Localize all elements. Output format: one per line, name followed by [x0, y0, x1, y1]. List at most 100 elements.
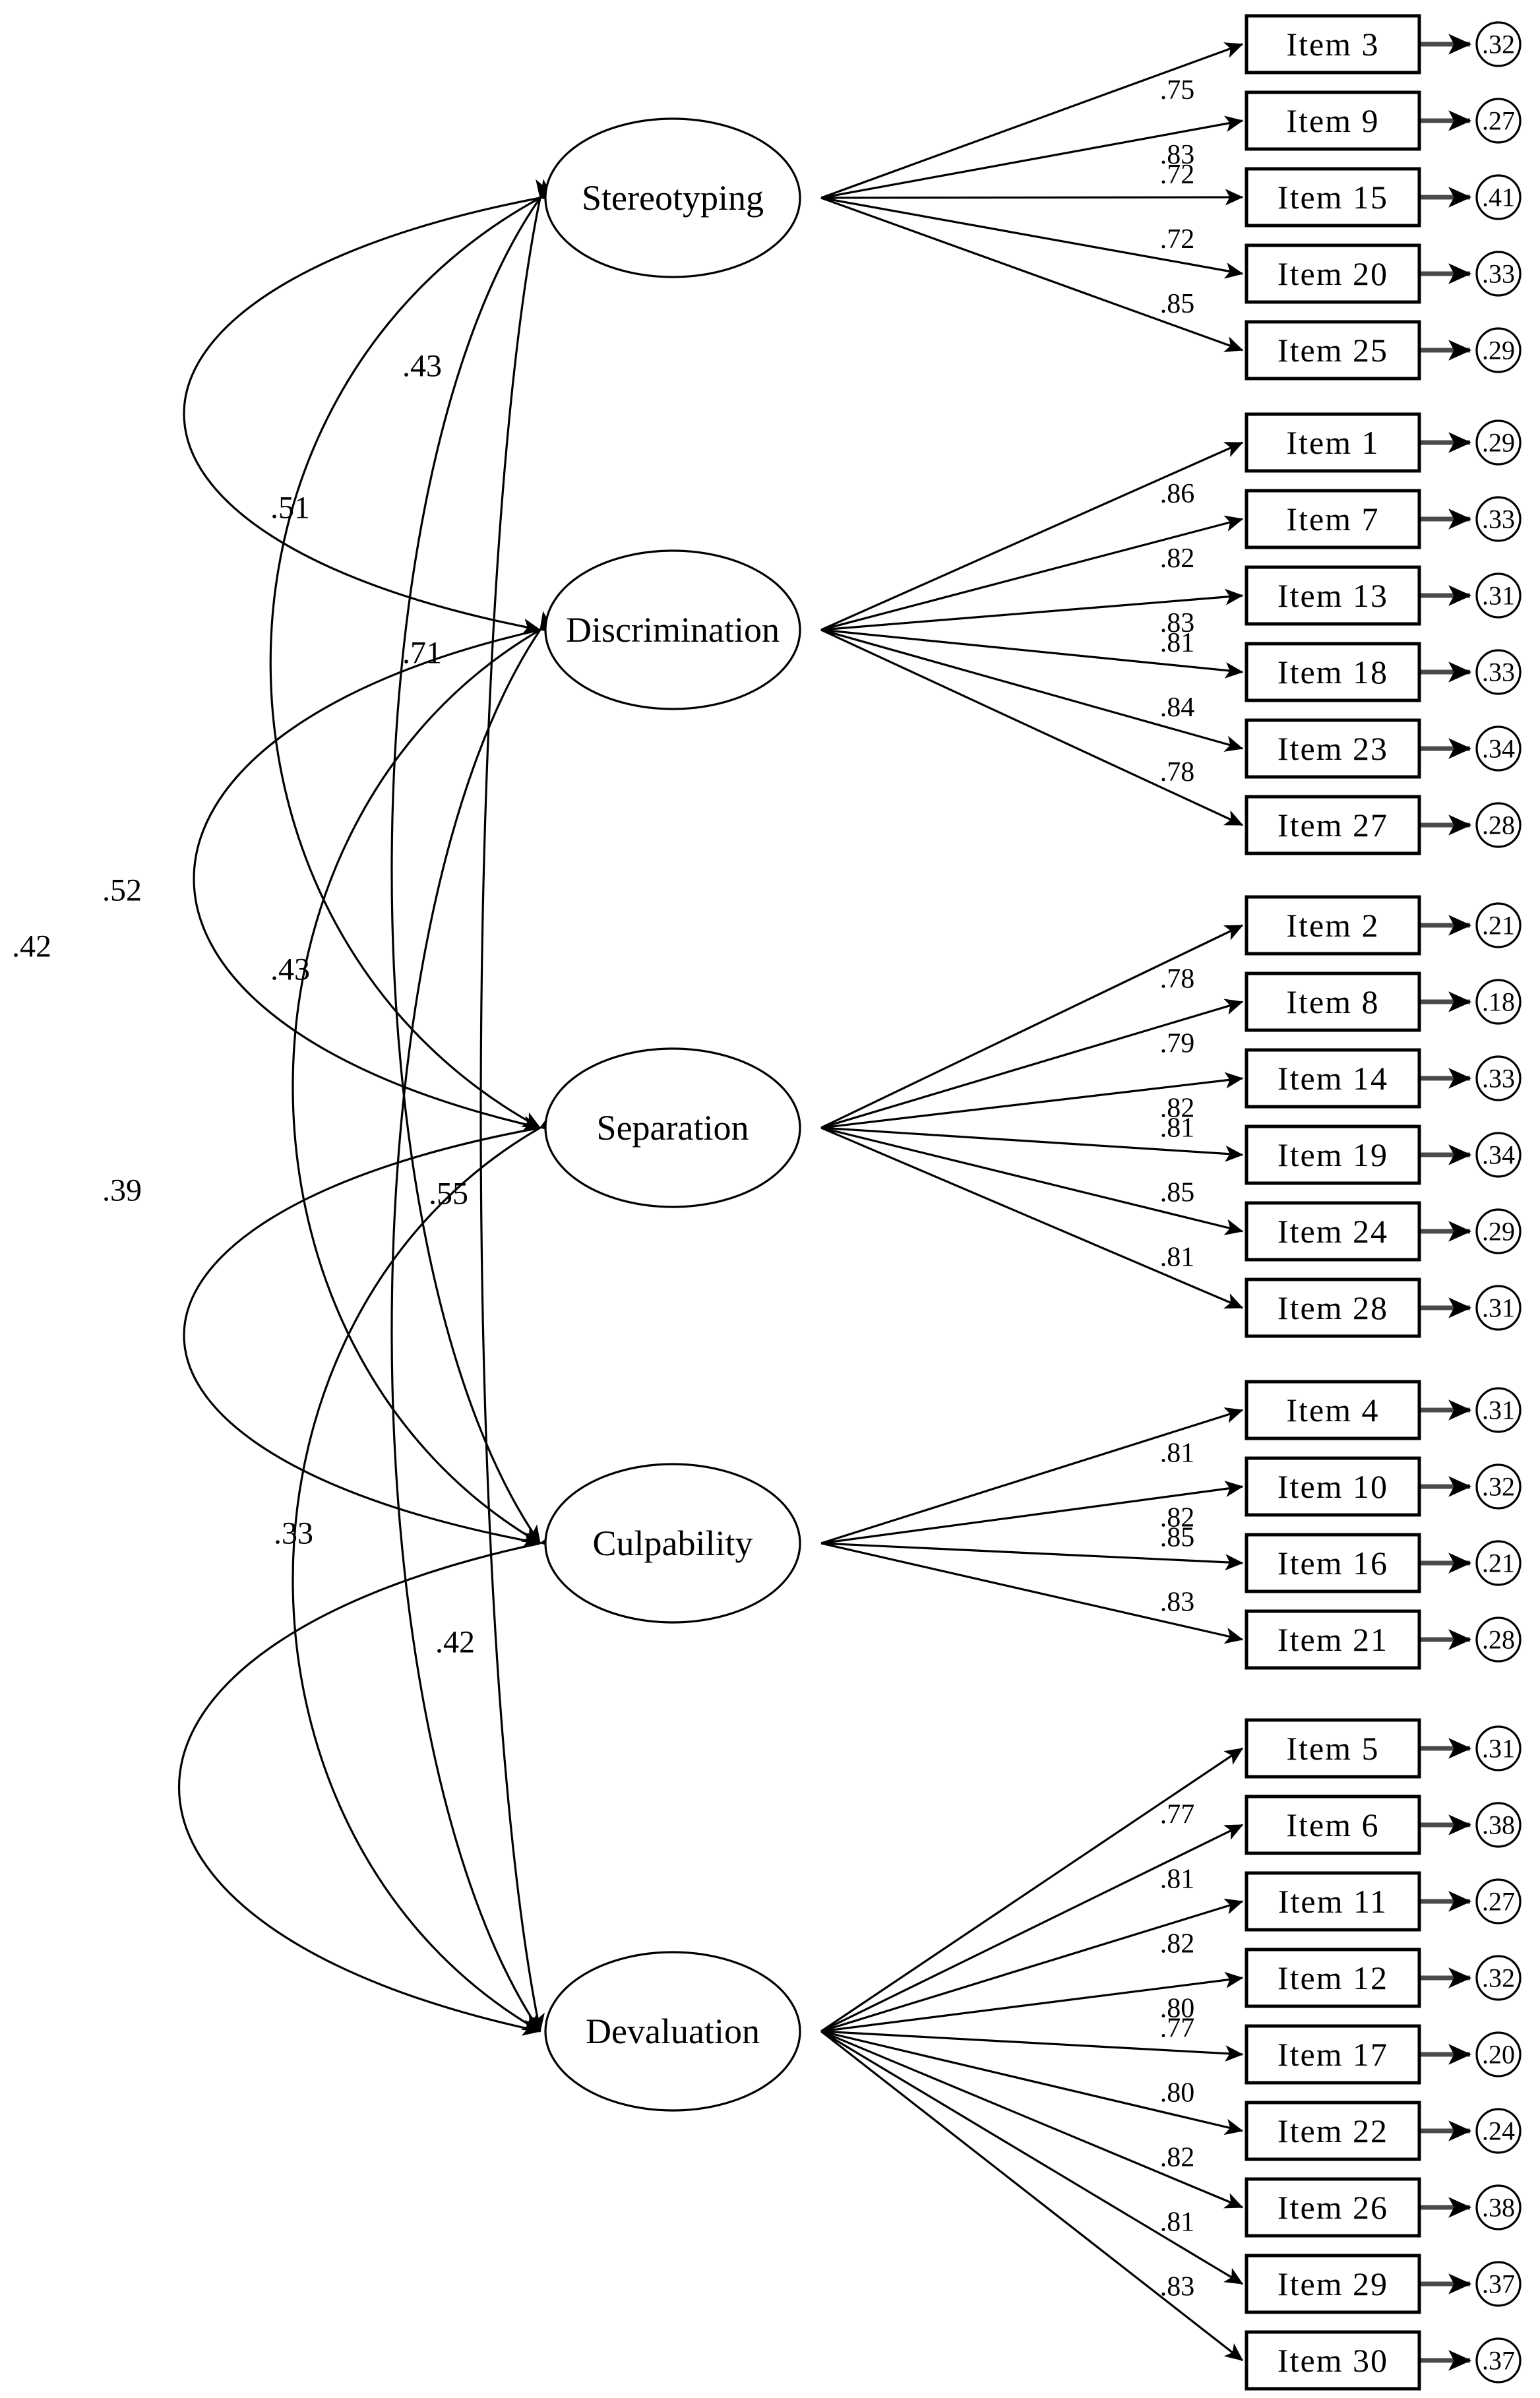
residual-term[interactable] — [1475, 1055, 1522, 1101]
latent-factor-devaluation[interactable] — [544, 1951, 801, 2112]
observed-indicator[interactable] — [1245, 895, 1421, 956]
latent-factor-culpability[interactable] — [544, 1463, 801, 1624]
observed-indicator[interactable] — [1245, 14, 1421, 75]
residual-term[interactable] — [1475, 2184, 1522, 2230]
residual-term[interactable] — [1475, 2031, 1522, 2077]
observed-indicator[interactable] — [1245, 1948, 1421, 2008]
observed-indicator[interactable] — [1245, 2254, 1421, 2314]
residual-term[interactable] — [1475, 21, 1522, 67]
observed-indicator[interactable] — [1245, 320, 1421, 381]
observed-indicator[interactable] — [1245, 642, 1421, 702]
observed-indicator[interactable] — [1245, 2177, 1421, 2238]
residual-value: .27 — [1482, 106, 1515, 136]
residual-term[interactable] — [1475, 2261, 1522, 2307]
loading-value: .85 — [1160, 1522, 1195, 1553]
correlation-value: .52 — [102, 873, 142, 908]
observed-indicator[interactable] — [1245, 489, 1421, 549]
residual-term[interactable] — [1475, 419, 1522, 466]
observed-indicator[interactable] — [1245, 1718, 1421, 1779]
residual-term[interactable] — [1475, 174, 1522, 220]
observed-indicator[interactable] — [1245, 1124, 1421, 1185]
observed-indicator[interactable] — [1245, 1048, 1421, 1109]
observed-indicator[interactable] — [1245, 718, 1421, 779]
loading-value: .81 — [1160, 1438, 1195, 1468]
residual-value: .33 — [1482, 259, 1515, 289]
residual-value: .29 — [1482, 1217, 1515, 1246]
loading-value: .83 — [1160, 2272, 1195, 2302]
observed-indicator[interactable] — [1245, 2330, 1421, 2391]
loading-arrow — [820, 1126, 1244, 1309]
observed-indicator[interactable] — [1245, 2024, 1421, 2085]
residual-term[interactable] — [1475, 802, 1522, 848]
residual-circle — [1475, 327, 1522, 373]
indicator-label: Item 14 — [1278, 1060, 1388, 1097]
residual-term[interactable] — [1475, 1955, 1522, 2001]
residual-term[interactable] — [1475, 1387, 1522, 1433]
residual-term[interactable] — [1475, 1285, 1522, 1331]
residual-term[interactable] — [1475, 2108, 1522, 2154]
latent-factor-separation[interactable] — [544, 1047, 801, 1208]
observed-indicator[interactable] — [1245, 2101, 1421, 2161]
residual-term[interactable] — [1475, 98, 1522, 144]
factor-label: Separation — [597, 1108, 749, 1148]
observed-indicator[interactable] — [1245, 1201, 1421, 1262]
observed-indicator[interactable] — [1245, 1277, 1421, 1338]
residual-term[interactable] — [1475, 902, 1522, 948]
loading-value: .83 — [1160, 1587, 1195, 1617]
residual-term[interactable] — [1475, 1540, 1522, 1586]
residual-value: .34 — [1482, 734, 1515, 764]
observed-indicator[interactable] — [1245, 971, 1421, 1032]
observed-indicator[interactable] — [1245, 565, 1421, 626]
loading-arrow — [820, 629, 1244, 826]
observed-indicator[interactable] — [1245, 1609, 1421, 1670]
residual-term[interactable] — [1475, 1802, 1522, 1848]
loading-arrow — [820, 2030, 1244, 2362]
latent-factor-discrimination[interactable] — [544, 549, 801, 710]
loading-value: .81 — [1160, 628, 1195, 658]
residual-value: .18 — [1482, 987, 1515, 1017]
observed-indicator[interactable] — [1245, 167, 1421, 228]
residual-value: .32 — [1482, 30, 1515, 59]
loading-arrow — [820, 441, 1244, 631]
residual-value: .24 — [1482, 2116, 1515, 2146]
residual-term[interactable] — [1475, 251, 1522, 297]
residual-term[interactable] — [1475, 1725, 1522, 1771]
residual-term[interactable] — [1475, 327, 1522, 373]
observed-indicator[interactable] — [1245, 1795, 1421, 1855]
residual-circle — [1475, 174, 1522, 220]
residual-circle — [1475, 1725, 1522, 1771]
residual-term[interactable] — [1475, 725, 1522, 772]
residual-term[interactable] — [1475, 496, 1522, 542]
observed-indicator[interactable] — [1245, 1456, 1421, 1517]
residual-term[interactable] — [1475, 1878, 1522, 1924]
residual-term[interactable] — [1475, 572, 1522, 619]
residual-term[interactable] — [1475, 1208, 1522, 1254]
residual-value: .27 — [1482, 1887, 1515, 1917]
indicator-box — [1245, 1124, 1421, 1185]
observed-indicator[interactable] — [1245, 243, 1421, 304]
loading-value: .86 — [1160, 479, 1195, 509]
residual-term[interactable] — [1475, 2337, 1522, 2383]
residual-term[interactable] — [1475, 1132, 1522, 1178]
factor-ellipse — [544, 1047, 801, 1208]
loading-value: .85 — [1160, 1178, 1195, 1208]
indicator-box — [1245, 2024, 1421, 2085]
observed-indicator[interactable] — [1245, 795, 1421, 855]
residual-term[interactable] — [1475, 1463, 1522, 1510]
observed-indicator[interactable] — [1245, 412, 1421, 473]
observed-indicator[interactable] — [1245, 1871, 1421, 1932]
indicator-label: Item 15 — [1278, 179, 1388, 216]
observed-indicator[interactable] — [1245, 1533, 1421, 1593]
node-layer — [544, 14, 1522, 2391]
correlation-curve — [183, 1116, 559, 1549]
factor-label: Devaluation — [586, 2012, 760, 2051]
observed-indicator[interactable] — [1245, 90, 1421, 151]
observed-indicator[interactable] — [1245, 1380, 1421, 1440]
correlation-value: .71 — [402, 636, 442, 671]
residual-value: .21 — [1482, 1549, 1515, 1578]
residual-term[interactable] — [1475, 979, 1522, 1025]
residual-term[interactable] — [1475, 649, 1522, 695]
latent-factor-stereotyping[interactable] — [544, 117, 801, 278]
residual-term[interactable] — [1475, 1616, 1522, 1663]
